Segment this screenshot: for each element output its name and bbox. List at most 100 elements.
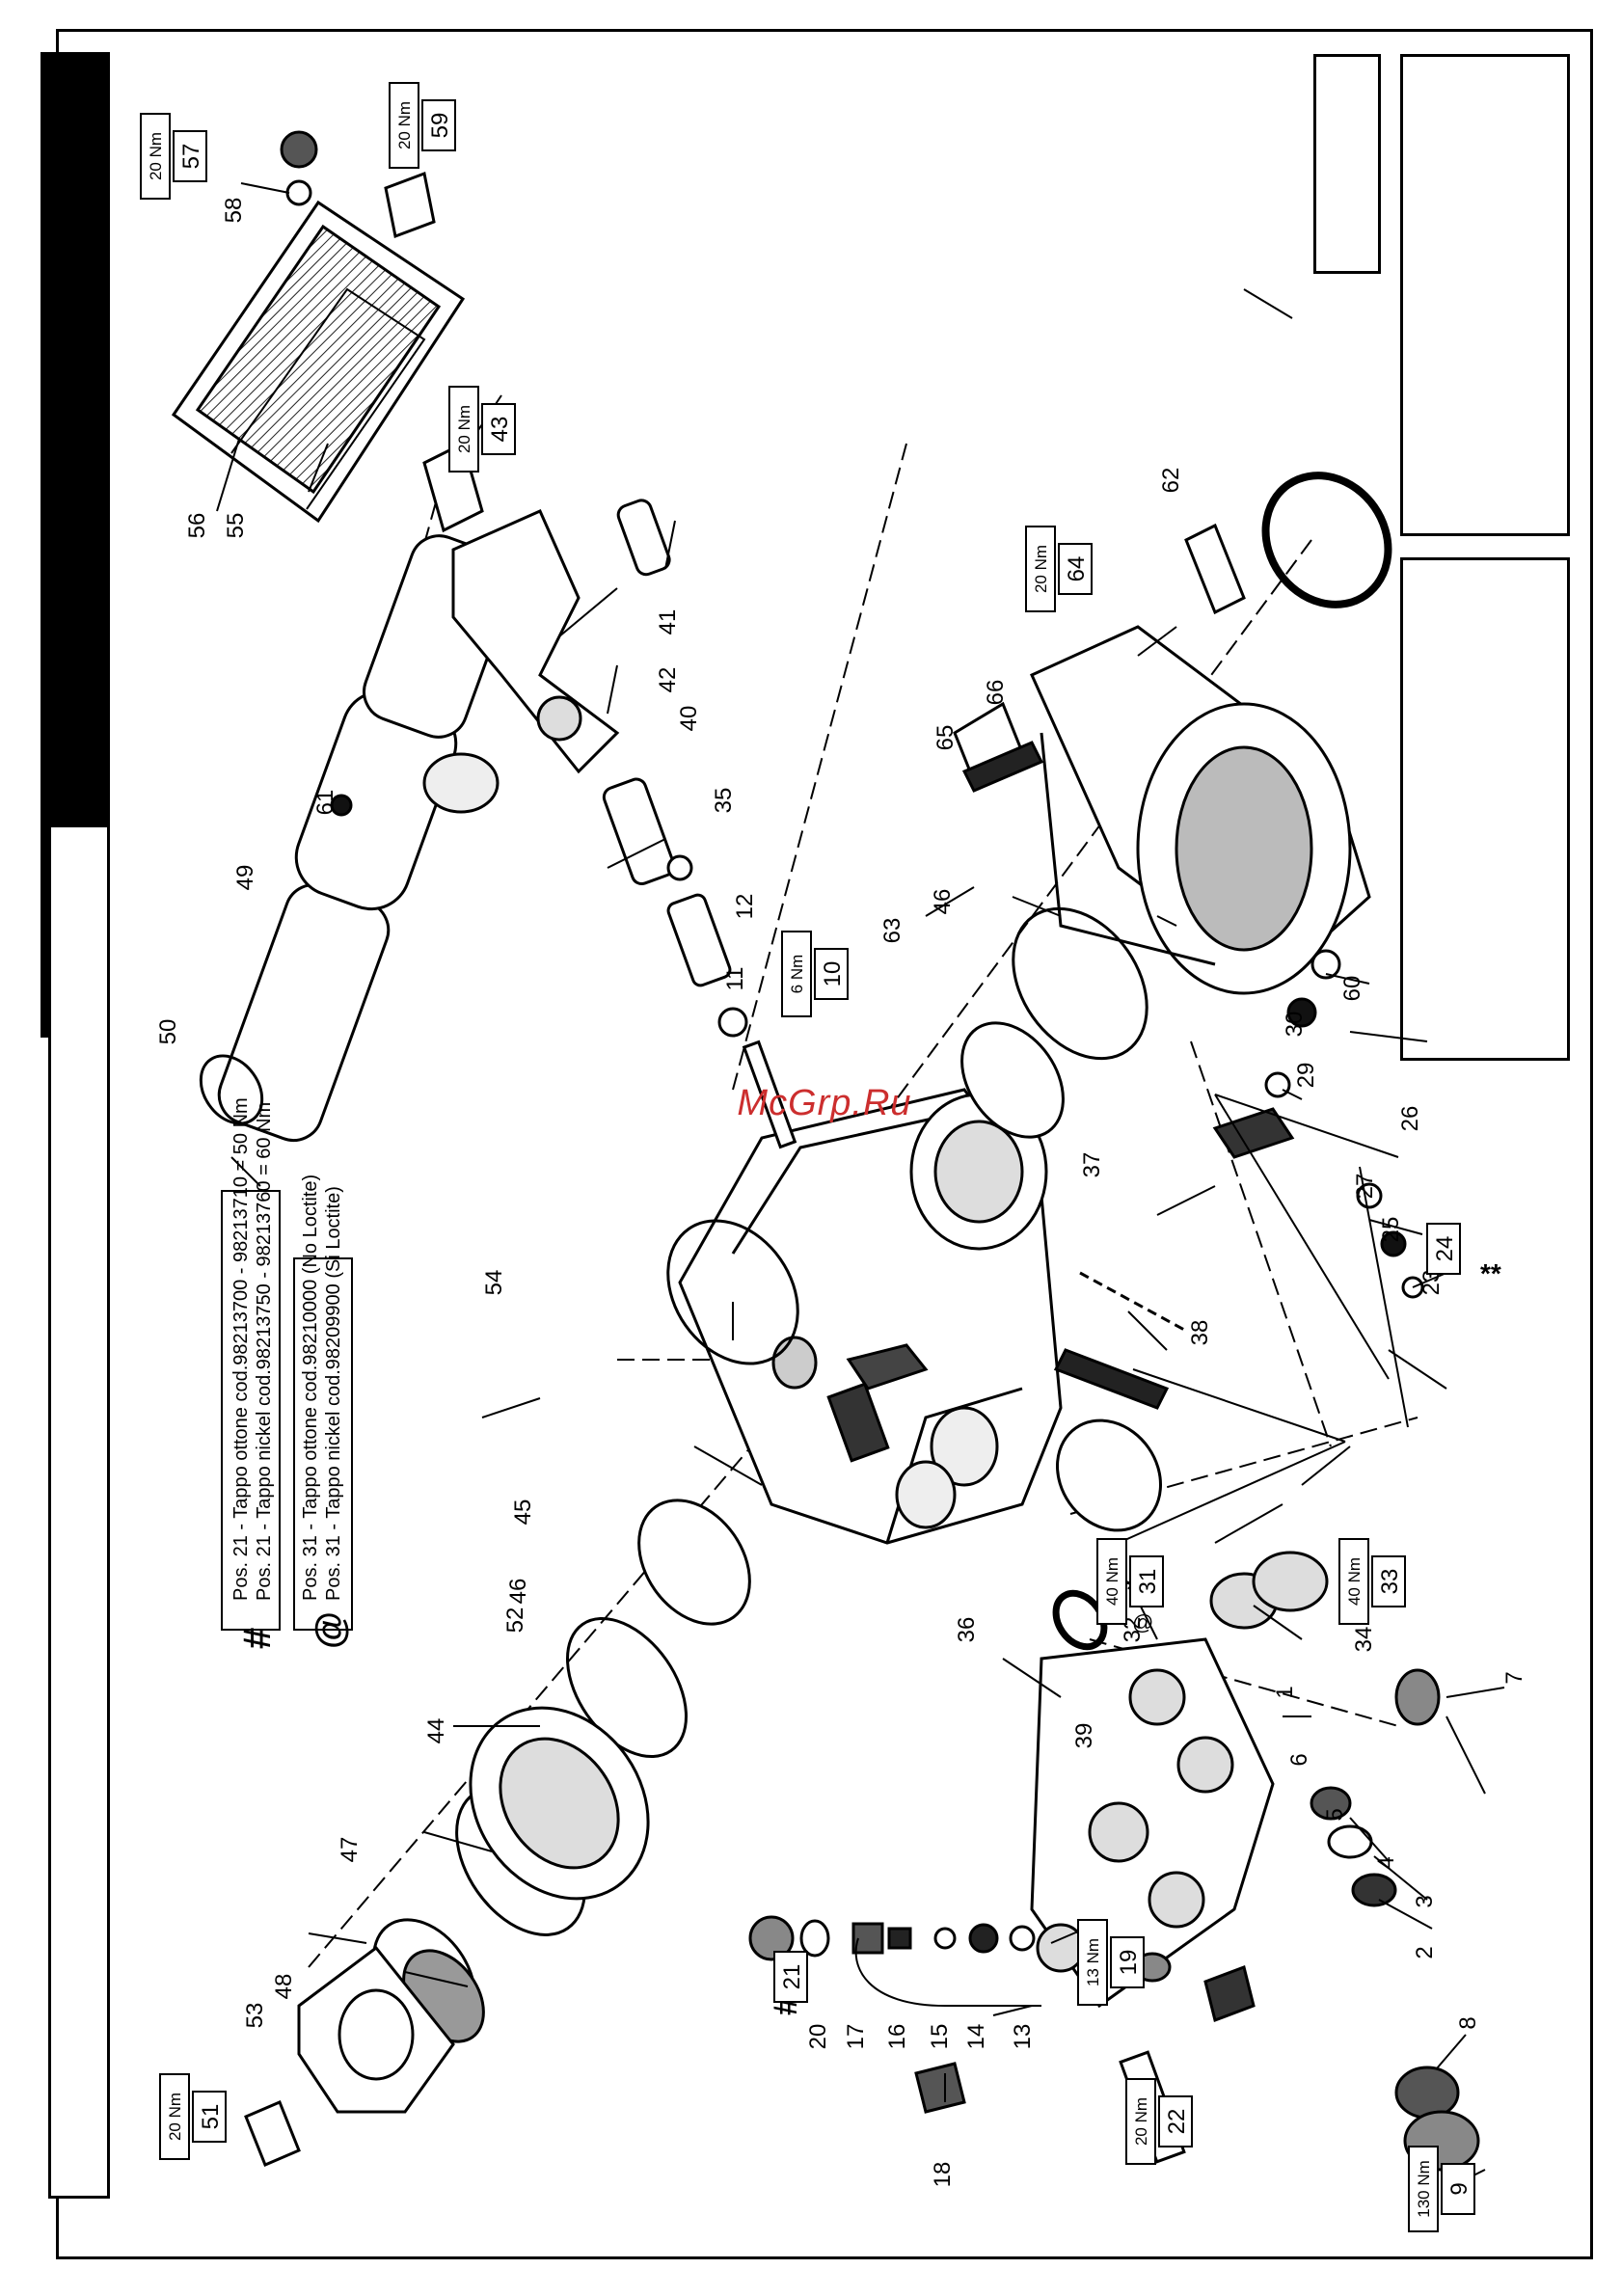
flange-60 xyxy=(1030,625,1371,995)
torque-frame xyxy=(448,386,479,473)
part-label-65: 65 xyxy=(932,725,959,751)
part-label-20: 20 xyxy=(805,2024,831,2050)
torque-value: 20 Nm xyxy=(395,101,414,149)
boxed-label-number: 33 xyxy=(1377,1569,1403,1595)
part-label-55: 55 xyxy=(223,513,249,539)
part-label-62: 62 xyxy=(1158,468,1184,494)
boxed-label-number: 31 xyxy=(1135,1569,1161,1595)
torque-value: 20 Nm xyxy=(1032,545,1050,593)
boxed-label-9: 9 130 Nm xyxy=(1408,2146,1475,2232)
boxed-label-frame xyxy=(192,2091,227,2143)
part-number-labels: 1234567811121314151617182023252627293032… xyxy=(155,198,1527,2188)
part-label-38: 38 xyxy=(1187,1320,1213,1346)
part-label-39: 39 xyxy=(1071,1723,1097,1749)
boxed-label-number: 9 xyxy=(1446,2182,1472,2195)
part-label-7: 7 xyxy=(1501,1671,1527,1684)
part-label-25: 25 xyxy=(1378,1217,1404,1243)
leader-lines xyxy=(216,182,1505,2190)
part-label-35: 35 xyxy=(711,788,737,814)
notes-panel: # Pos. 21 - Tappo ottone cod.98213700 - … xyxy=(221,1097,353,1649)
boxed-label-number: 19 xyxy=(1116,1950,1142,1976)
part-label-50: 50 xyxy=(155,1019,181,1045)
boxed-label-number: 10 xyxy=(820,961,846,987)
boxed-label-64: 64 20 Nm xyxy=(1025,526,1093,612)
torque-frame xyxy=(389,82,419,169)
boxed-label-number: 24 xyxy=(1432,1236,1458,1262)
symbol-double-star-24: ** xyxy=(1480,1258,1501,1288)
boxed-label-frame xyxy=(173,130,207,182)
part-label-34: 34 xyxy=(1351,1627,1377,1653)
part-label-40: 40 xyxy=(676,706,702,732)
manifold-head-1 xyxy=(1030,1637,1275,2009)
empty-box-left xyxy=(48,824,110,2199)
boxed-label-frame xyxy=(1371,1555,1406,1607)
watermark: McGrp.Ru xyxy=(737,1083,912,1123)
torque-value: 20 Nm xyxy=(455,405,473,453)
part-label-46a: 46 xyxy=(505,1579,531,1605)
torque-frame xyxy=(781,931,812,1017)
part-label-5: 5 xyxy=(1322,1808,1348,1821)
torque-frame xyxy=(1408,2146,1439,2232)
part-label-14: 14 xyxy=(963,2024,989,2050)
part-label-18: 18 xyxy=(930,2162,956,2188)
boxed-label-33: 33 40 Nm xyxy=(1338,1538,1406,1625)
part-label-56: 56 xyxy=(184,513,210,539)
empty-box-top-right xyxy=(1400,54,1570,536)
part-label-27: 27 xyxy=(1352,1174,1378,1200)
boxed-label-number: 51 xyxy=(198,2104,224,2130)
boxed-label-51: 51 20 Nm xyxy=(159,2073,227,2160)
boxed-label-number: 64 xyxy=(1064,556,1090,582)
boxed-label-frame xyxy=(1441,2163,1475,2215)
boxed-label-number: 59 xyxy=(427,113,453,139)
part-label-13: 13 xyxy=(1010,2024,1036,2050)
empty-box-top-small xyxy=(1313,54,1381,274)
torque-value: 40 Nm xyxy=(1345,1557,1364,1606)
torque-value: 130 Nm xyxy=(1415,2160,1433,2218)
part-label-58: 58 xyxy=(221,198,247,224)
boxed-label-frame xyxy=(1158,2095,1193,2147)
part-label-30: 30 xyxy=(1282,1012,1308,1038)
part-label-3: 3 xyxy=(1412,1895,1438,1907)
part-label-53: 53 xyxy=(242,2003,268,2029)
part-label-52: 52 xyxy=(502,1607,528,1634)
part-label-16: 16 xyxy=(884,2024,910,2050)
torque-value: 13 Nm xyxy=(1084,1938,1102,1986)
boxed-label-number: 21 xyxy=(779,1964,805,1990)
part-label-47: 47 xyxy=(337,1837,363,1863)
part-label-46b: 46 xyxy=(930,889,956,915)
part-label-29: 29 xyxy=(1293,1063,1319,1089)
boxed-label-19: 19 13 Nm xyxy=(1077,1919,1145,2006)
boxed-label-24: 24 xyxy=(1426,1223,1461,1275)
boxed-label-frame xyxy=(814,948,849,1000)
boxed-label-59: 59 20 Nm xyxy=(389,82,456,169)
boxed-label-frame xyxy=(1058,543,1093,595)
torque-frame xyxy=(1077,1919,1108,2006)
part-label-42: 42 xyxy=(655,667,681,693)
symbol-at-31: @ xyxy=(1132,1610,1153,1634)
boxed-label-frame xyxy=(1426,1223,1461,1275)
part-label-63: 63 xyxy=(879,918,905,944)
boxed-label-21: 21 xyxy=(773,1951,808,2003)
part-label-12: 12 xyxy=(732,894,758,920)
note-at-line2: Pos. 31 - Tappo nickel cod.98209900 (Si … xyxy=(323,1186,344,1601)
part-label-60: 60 xyxy=(1339,976,1365,1002)
torque-value: 20 Nm xyxy=(166,2093,184,2141)
boxed-label-frame xyxy=(773,1951,808,2003)
part-label-48: 48 xyxy=(271,1974,297,2000)
torque-frame xyxy=(1025,526,1056,612)
boxed-label-number: 22 xyxy=(1164,2109,1190,2135)
boxed-label-frame xyxy=(1129,1555,1164,1607)
part-label-11: 11 xyxy=(722,967,748,991)
torque-value: 6 Nm xyxy=(788,955,806,994)
part-label-41: 41 xyxy=(655,609,681,635)
empty-box-right xyxy=(1400,557,1570,1061)
part-label-15: 15 xyxy=(927,2024,953,2050)
part-label-4: 4 xyxy=(1373,1856,1399,1869)
